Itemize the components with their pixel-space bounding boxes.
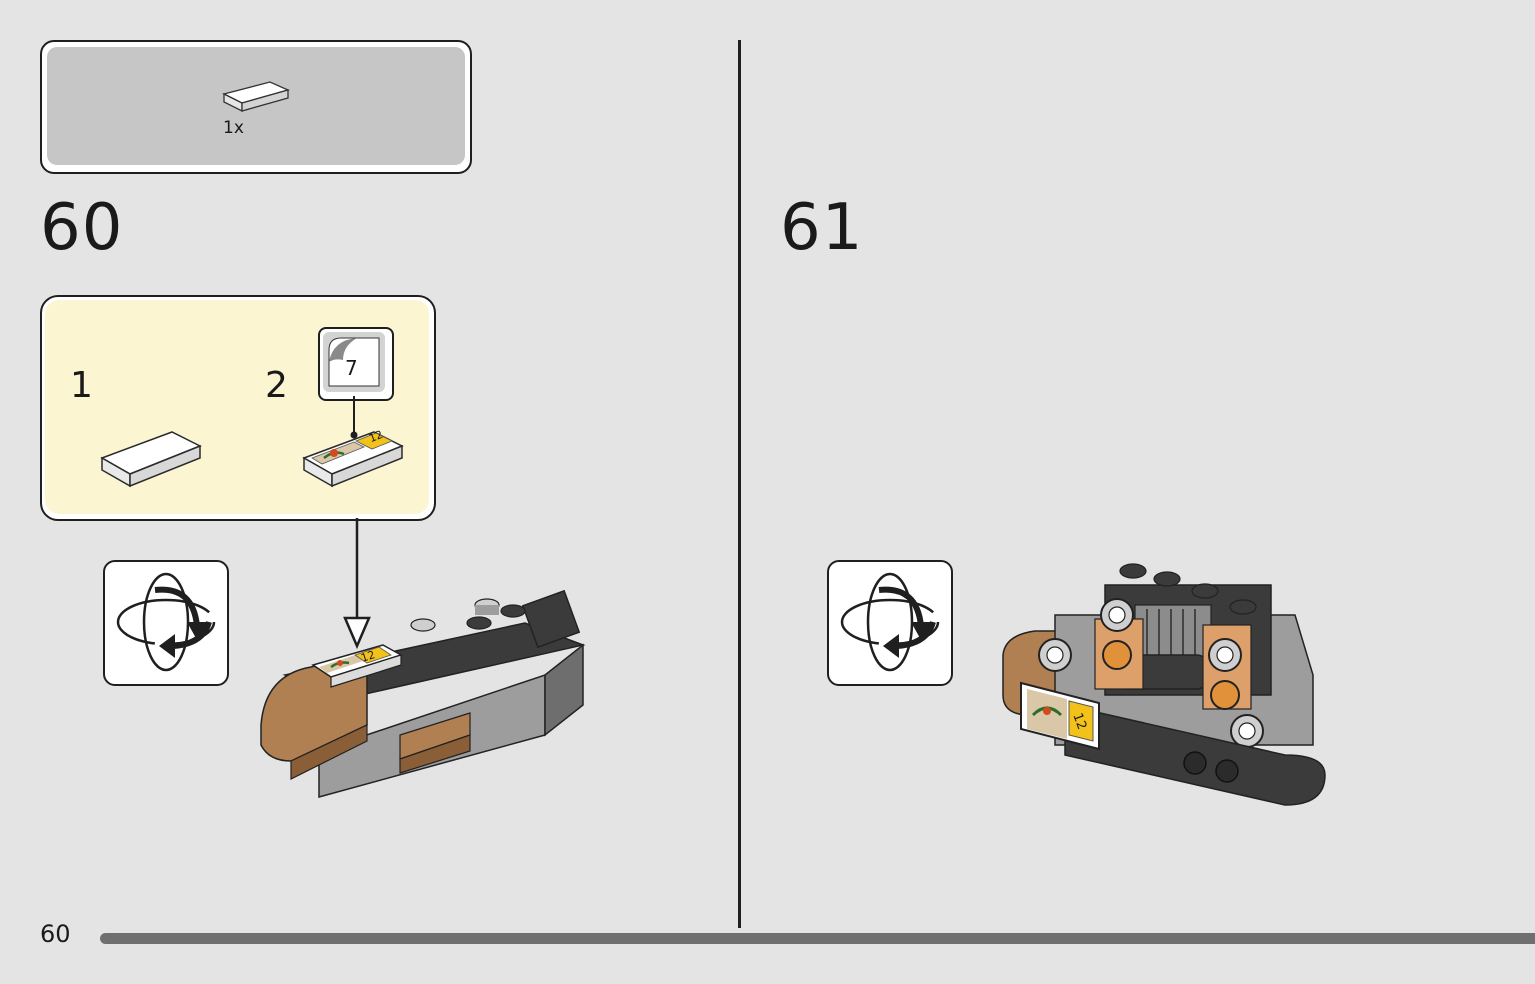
sub-step-number-1: 1: [70, 365, 93, 406]
sticker-sheet-number: 7: [345, 356, 358, 380]
step-60-model-assembly: [260, 589, 586, 798]
step-number-60: 60: [40, 191, 124, 265]
step-61-model-assembly: [1002, 563, 1326, 806]
sticker-pointer-line: [350, 396, 358, 439]
step-number-61: 61: [780, 191, 864, 265]
stickered-tile-brick: [302, 431, 404, 488]
sub-step-number-2: 2: [265, 365, 288, 406]
rotate-model-icon: [115, 572, 217, 672]
white-tile-brick: [100, 431, 202, 488]
sticker-page-curl-icon: [328, 337, 380, 387]
placement-arrow: [343, 518, 371, 650]
part-quantity: 1x: [223, 118, 244, 138]
rotate-model-icon: [839, 572, 941, 672]
page-progress-bar: [100, 933, 1535, 944]
white-tile-part-icon: [222, 81, 290, 113]
page-divider: [738, 40, 741, 928]
page-number: 60: [40, 920, 71, 948]
